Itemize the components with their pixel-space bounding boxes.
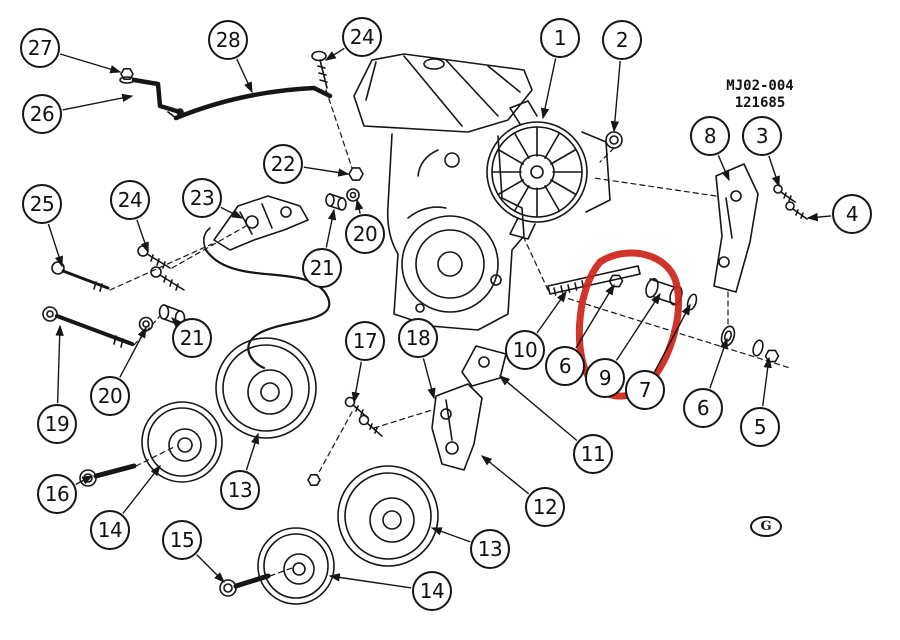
- leader-line-13: [430, 527, 471, 543]
- callout-11: 11: [573, 434, 613, 474]
- callout-14: 14: [412, 571, 452, 611]
- engine-front-cover: [386, 133, 525, 331]
- leader-line-18: [422, 358, 436, 400]
- callout-5: 5: [740, 407, 780, 447]
- drawing-code-line2: 121685: [734, 94, 786, 111]
- callout-20: 20: [345, 214, 385, 254]
- leader-line-11: [498, 375, 578, 442]
- leader-line-10: [536, 290, 567, 334]
- pulley-13-upper: [215, 337, 317, 439]
- callout-15: 15: [162, 520, 202, 560]
- callout-4: 4: [832, 194, 872, 234]
- support-bracket-part12: [431, 383, 483, 471]
- callout-3: 3: [742, 116, 782, 156]
- callout-25: 25: [22, 184, 62, 224]
- valve-cover: [353, 53, 533, 133]
- leader-line-6: [575, 283, 615, 349]
- callout-27: 27: [20, 28, 60, 68]
- callout-21: 21: [172, 318, 212, 358]
- leader-line-14: [328, 573, 412, 589]
- leader-line-25: [47, 223, 63, 268]
- leader-line-24: [324, 47, 345, 61]
- leader-line-3: [768, 155, 780, 188]
- leader-line-4: [806, 212, 832, 222]
- leader-line-8: [717, 155, 730, 182]
- leader-line-1: [540, 58, 557, 120]
- leader-line-23: [220, 206, 244, 219]
- pivot-bracket-part23: [213, 195, 309, 251]
- leader-line-22: [303, 166, 350, 177]
- pulley-14-lower: [257, 527, 335, 605]
- drawing-code-line1: MJ02-004: [726, 78, 794, 94]
- callout-2: 2: [602, 20, 642, 60]
- leader-line-20: [119, 326, 147, 378]
- callout-13: 13: [220, 470, 260, 510]
- callout-14: 14: [90, 510, 130, 550]
- callout-1: 1: [540, 18, 580, 58]
- callout-17: 17: [345, 321, 385, 361]
- leader-line-21: [325, 208, 337, 248]
- leader-line-19: [55, 324, 64, 404]
- leader-line-16: [75, 475, 94, 486]
- pulley-14-upper: [141, 401, 223, 483]
- callout-23: 23: [182, 178, 222, 218]
- rear-bracket: [713, 163, 759, 293]
- callout-22: 22: [263, 144, 303, 184]
- callout-28: 28: [208, 20, 248, 60]
- callout-18: 18: [398, 318, 438, 358]
- callout-9: 9: [585, 358, 625, 398]
- logo-mark: G: [750, 516, 782, 537]
- callout-21: 21: [302, 248, 342, 288]
- leader-line-27: [59, 53, 122, 74]
- callout-20: 20: [90, 376, 130, 416]
- leader-line-21: [171, 317, 182, 328]
- adjuster-rod: [167, 85, 333, 121]
- leader-line-24: [136, 219, 149, 254]
- assembly-axes: [109, 89, 717, 577]
- pulley-bolt-15: [219, 573, 271, 597]
- leader-line-6: [709, 337, 728, 389]
- callout-10: 10: [505, 330, 545, 370]
- bolts-17-18: [307, 396, 383, 487]
- callout-6: 6: [545, 346, 585, 386]
- drawing-code: MJ02-004 121685: [698, 78, 822, 112]
- callout-19: 19: [37, 404, 77, 444]
- leader-line-17: [351, 361, 362, 404]
- callout-26: 26: [22, 94, 62, 134]
- callout-24: 24: [110, 180, 150, 220]
- leader-line-28: [236, 58, 253, 94]
- plate-bracket-part11: [461, 345, 507, 387]
- callout-12: 12: [525, 487, 565, 527]
- pulley-13-lower: [337, 465, 439, 567]
- callout-8: 8: [690, 116, 730, 156]
- leader-line-2: [610, 60, 621, 133]
- callout-7: 7: [625, 370, 665, 410]
- callout-16: 16: [37, 474, 77, 514]
- callout-6: 6: [683, 388, 723, 428]
- leader-line-12: [480, 455, 530, 495]
- leader-line-14: [122, 464, 161, 514]
- callout-13: 13: [470, 529, 510, 569]
- leader-line-26: [62, 93, 134, 111]
- leader-line-15: [196, 554, 225, 583]
- leader-line-9: [615, 292, 661, 361]
- leader-line-13: [245, 432, 259, 471]
- leader-line-5: [762, 356, 772, 407]
- leader-line-7: [654, 303, 691, 372]
- small-bracket-part26: [131, 77, 184, 116]
- callout-24: 24: [342, 17, 382, 57]
- alternator: [486, 100, 611, 240]
- flange-nut-part27: [119, 68, 135, 84]
- leader-line-20: [355, 198, 364, 214]
